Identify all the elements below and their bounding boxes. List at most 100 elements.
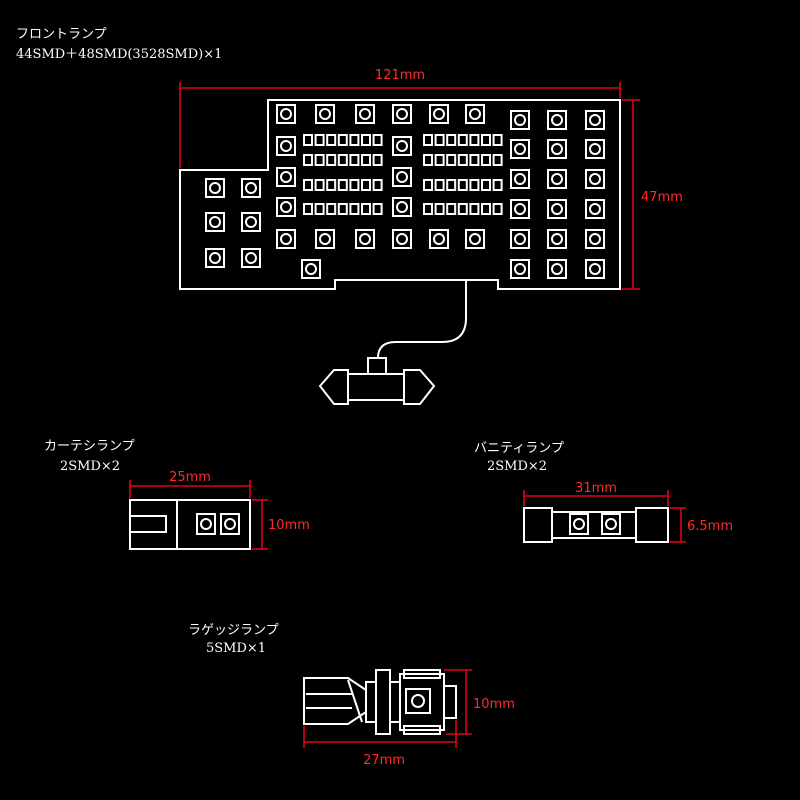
smd-led-lens — [305, 263, 317, 275]
vanity-height-dimension: 6.5mm — [670, 507, 733, 543]
smd-led-small — [303, 134, 313, 146]
smd-led-lens — [245, 216, 257, 228]
smd-led-lens — [280, 233, 292, 245]
smd-led-small — [481, 134, 491, 146]
smd-led-small — [326, 154, 337, 166]
courtesy-height-dimension: 10mm — [252, 499, 310, 550]
smd-led — [547, 139, 567, 159]
front-lamp-spec: 44SMD＋48SMD(3528SMD)×1 — [16, 47, 222, 62]
smd-led-lens — [396, 233, 408, 245]
smd-led-lens — [245, 182, 257, 194]
smd-led — [276, 197, 296, 217]
smd-led — [585, 169, 605, 189]
front-height-label: 47mm — [641, 190, 683, 205]
smd-led-lens — [209, 252, 221, 264]
smd-led-small — [372, 179, 383, 191]
vanity-height-label: 6.5mm — [687, 519, 733, 534]
smd-led-small — [469, 134, 480, 146]
smd-led-small — [481, 203, 491, 215]
courtesy-height-label: 10mm — [268, 518, 310, 533]
smd-led-lens — [280, 201, 292, 213]
smd-led-small — [337, 179, 348, 191]
smd-led-small — [492, 203, 503, 215]
smd-led — [355, 104, 375, 124]
smd-led — [392, 197, 412, 217]
smd-led-lens — [589, 143, 601, 155]
smd-led — [510, 259, 530, 279]
smd-led-small — [481, 179, 491, 191]
vanity-width-label: 31mm — [575, 481, 617, 496]
smd-led-lens — [209, 216, 221, 228]
courtesy-lamp-leds — [196, 513, 240, 535]
smd-led-lens — [551, 263, 563, 275]
smd-led — [510, 199, 530, 219]
smd-led-small — [361, 154, 371, 166]
smd-led-lens — [359, 233, 371, 245]
smd-led — [205, 178, 225, 198]
smd-led-small — [314, 154, 325, 166]
smd-led-lens — [589, 114, 601, 126]
vanity-width-dimension: 31mm — [523, 481, 669, 506]
smd-led-lens — [589, 173, 601, 185]
smd-led-small — [423, 154, 433, 166]
smd-led-lens — [359, 108, 371, 120]
smd-led-small — [361, 203, 371, 215]
front-height-dimension: 47mm — [622, 99, 683, 290]
smd-led-small — [303, 154, 313, 166]
smd-led-small — [469, 154, 480, 166]
smd-led-small — [492, 134, 503, 146]
smd-led-small — [349, 203, 360, 215]
luggage-lamp-spec: 5SMD×1 — [206, 641, 266, 656]
smd-led — [510, 139, 530, 159]
smd-led-lens — [209, 182, 221, 194]
front-width-dimension: 121mm — [179, 68, 621, 168]
courtesy-width-dimension: 25mm — [129, 470, 251, 498]
smd-led — [392, 104, 412, 124]
smd-led — [547, 259, 567, 279]
smd-led-lens — [280, 108, 292, 120]
vanity-lamp-leds — [569, 513, 621, 535]
smd-led — [465, 104, 485, 124]
smd-led-small — [303, 179, 313, 191]
smd-led-small — [423, 179, 433, 191]
smd-led-lens — [396, 108, 408, 120]
smd-led-lens — [396, 140, 408, 152]
smd-led — [392, 136, 412, 156]
vanity-lamp-body — [523, 507, 669, 543]
front-lamp-title: フロントランプ — [16, 27, 107, 42]
smd-led-lens — [551, 173, 563, 185]
smd-led-lens — [514, 143, 526, 155]
smd-led-lens — [245, 252, 257, 264]
luggage-height-dimension: 10mm — [444, 669, 515, 735]
smd-led-small — [349, 179, 360, 191]
smd-led-small — [457, 154, 468, 166]
smd-led-lens — [551, 233, 563, 245]
smd-led-small — [434, 134, 445, 146]
courtesy-lamp-title: カーテシランプ — [44, 439, 135, 454]
smd-led — [355, 229, 375, 249]
smd-led — [585, 259, 605, 279]
smd-led-lens — [514, 173, 526, 185]
smd-led-small — [457, 203, 468, 215]
courtesy-width-label: 25mm — [169, 470, 211, 485]
smd-led — [585, 110, 605, 130]
smd-led-small — [314, 179, 325, 191]
front-lamp-socket — [318, 281, 467, 405]
smd-led-lens — [396, 171, 408, 183]
smd-led-small — [446, 154, 457, 166]
smd-led-small — [326, 203, 337, 215]
smd-led — [241, 248, 261, 268]
smd-led — [465, 229, 485, 249]
luggage-width-label: 27mm — [363, 753, 405, 768]
smd-led — [510, 169, 530, 189]
smd-led-lens — [319, 233, 331, 245]
smd-led-small — [349, 154, 360, 166]
smd-led — [547, 169, 567, 189]
smd-led-small — [314, 134, 325, 146]
smd-led-small — [457, 134, 468, 146]
smd-led-small — [303, 203, 313, 215]
smd-led-small — [434, 154, 445, 166]
smd-led — [547, 110, 567, 130]
smd-led-lens — [514, 203, 526, 215]
smd-led — [205, 212, 225, 232]
